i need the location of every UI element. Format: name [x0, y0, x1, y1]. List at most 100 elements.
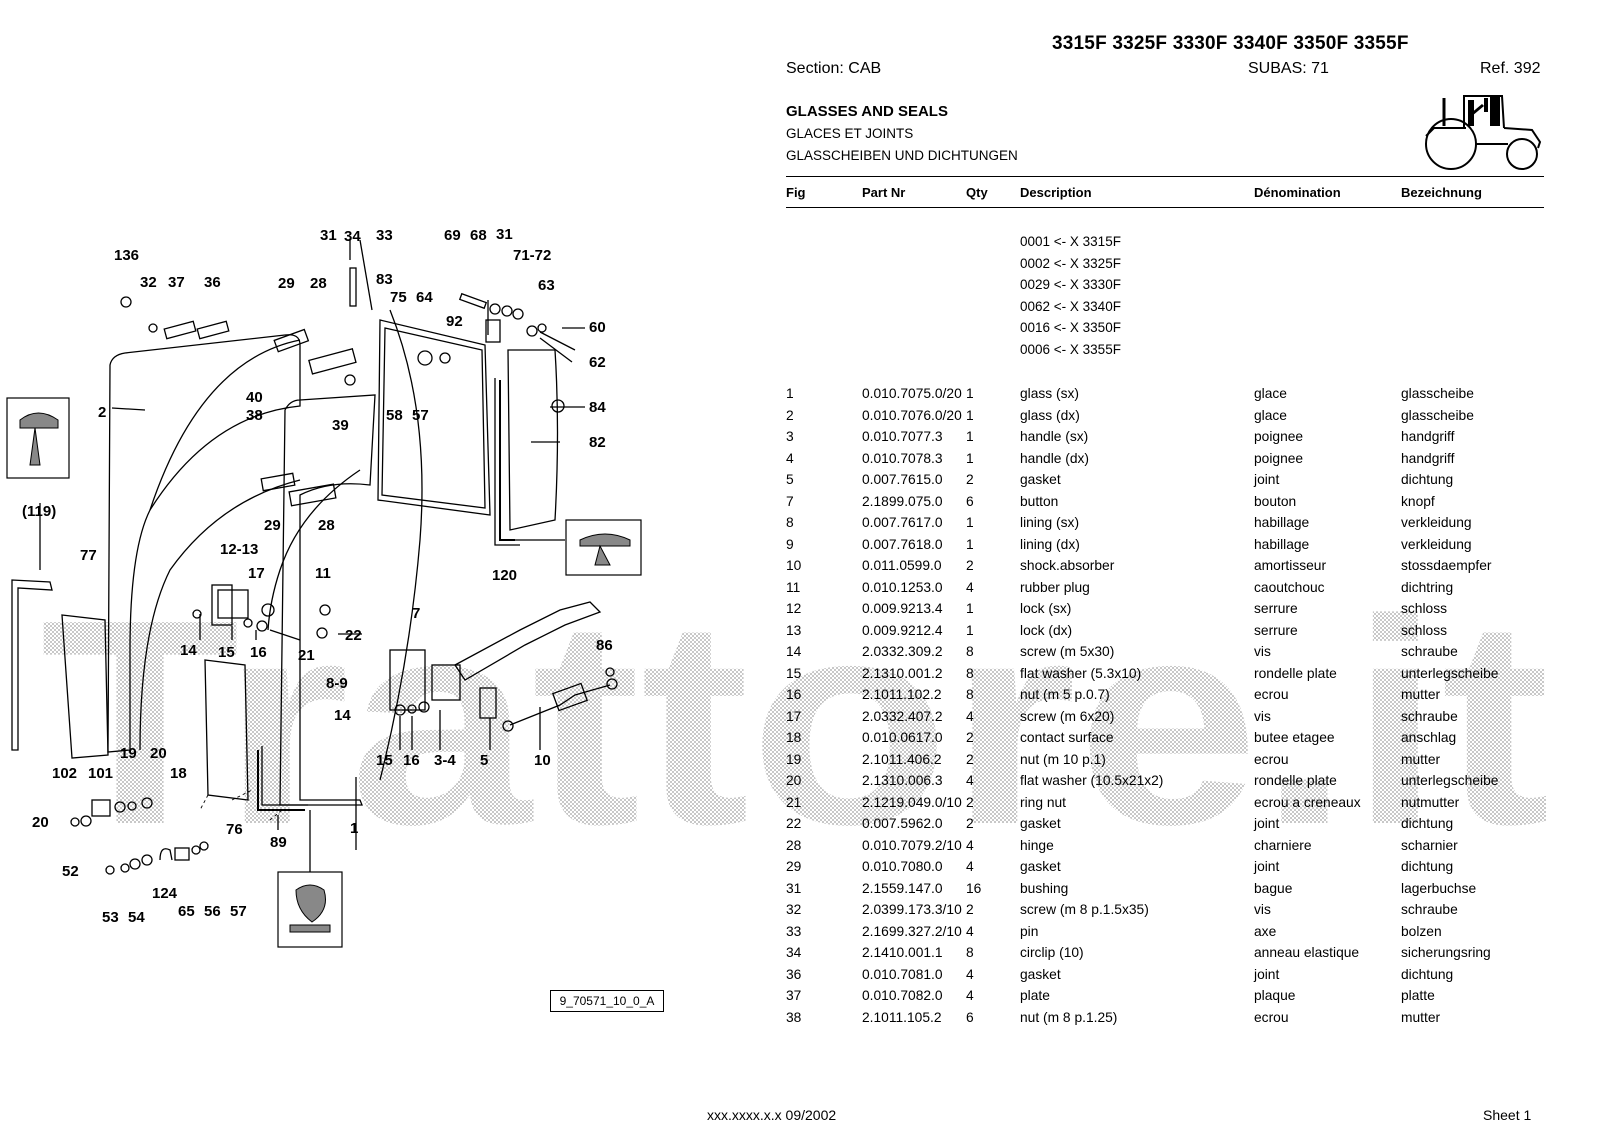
cell-denomination: vis [1254, 644, 1271, 659]
cell-denomination: joint [1254, 472, 1280, 487]
callout-label: 92 [446, 313, 463, 330]
cell-fig: 34 [786, 945, 802, 960]
cell-fig: 19 [786, 752, 802, 767]
cell-denomination: joint [1254, 967, 1280, 982]
cell-denomination: habillage [1254, 537, 1310, 552]
cell-part: 0.010.1253.0 [862, 580, 943, 595]
cell-bezeichnung: nutmutter [1401, 795, 1460, 810]
callout-label: 3-4 [434, 752, 456, 769]
cell-part: 0.010.7080.0 [862, 859, 943, 874]
serial-note: 0062 <- X 3340F [1020, 299, 1121, 314]
cell-fig: 7 [786, 494, 794, 509]
cell-denomination: caoutchouc [1254, 580, 1325, 595]
callout-label: 29 [278, 275, 295, 292]
cell-description: nut (m 10 p.1) [1020, 752, 1106, 767]
cell-description: glass (dx) [1020, 408, 1080, 423]
cell-bezeichnung: dichtung [1401, 859, 1454, 874]
cell-description: hinge [1020, 838, 1054, 853]
cell-part: 2.1410.001.1 [862, 945, 943, 960]
cell-fig: 3 [786, 429, 794, 444]
callout-label: 52 [62, 863, 79, 880]
cell-denomination: ecrou [1254, 752, 1289, 767]
cell-part: 0.010.7075.0/20 [862, 386, 962, 401]
tractor-icon [1425, 95, 1542, 170]
callout-label: 38 [246, 407, 263, 424]
cell-part: 0.010.7081.0 [862, 967, 943, 982]
cell-fig: 22 [786, 816, 802, 831]
cell-qty: 4 [966, 838, 974, 853]
cell-qty: 8 [966, 687, 974, 702]
cell-part: 0.010.7082.0 [862, 988, 943, 1003]
cell-description: lining (sx) [1020, 515, 1080, 530]
callout-label: 28 [318, 517, 335, 534]
cell-qty: 1 [966, 451, 974, 466]
glass-77-outline [61, 614, 109, 759]
callout-label: 68 [470, 227, 487, 244]
cell-part: 2.1899.075.0 [862, 494, 943, 509]
cell-denomination: ecrou a creneaux [1254, 795, 1361, 810]
cell-qty: 8 [966, 644, 974, 659]
callout-label: 39 [332, 417, 349, 434]
cell-description: screw (m 8 p.1.5x35) [1020, 902, 1149, 917]
cell-qty: 4 [966, 859, 974, 874]
callout-label: 28 [310, 275, 327, 292]
callout-label: 57 [230, 903, 247, 920]
serial-note: 0001 <- X 3315F [1020, 234, 1121, 249]
callout-label: 77 [80, 547, 97, 564]
cell-qty: 8 [966, 666, 974, 681]
callout-label: 21 [298, 647, 315, 664]
cell-qty: 2 [966, 795, 974, 810]
cell-denomination: anneau elastique [1254, 945, 1360, 960]
cell-part: 0.007.7618.0 [862, 537, 943, 552]
cell-denomination: glace [1254, 408, 1287, 423]
cell-description: gasket [1020, 472, 1061, 487]
cell-description: flat washer (10.5x21x2) [1020, 773, 1164, 788]
cell-bezeichnung: schraube [1401, 902, 1458, 917]
seal-detail-119 [6, 397, 70, 479]
callout-label: 20 [32, 814, 49, 831]
callout-label: 101 [88, 765, 113, 782]
callout-label: 84 [589, 399, 606, 416]
column-header-part: Part Nr [862, 185, 906, 200]
cell-bezeichnung: knopf [1401, 494, 1435, 509]
cell-denomination: serrure [1254, 623, 1298, 638]
cell-denomination: ecrou [1254, 687, 1289, 702]
cell-part: 0.007.7615.0 [862, 472, 943, 487]
cell-part: 2.1011.406.2 [862, 752, 942, 767]
cell-part: 2.1559.147.0 [862, 881, 943, 896]
cell-qty: 1 [966, 601, 974, 616]
cell-description: nut (m 8 p.1.25) [1020, 1010, 1118, 1025]
cell-denomination: rondelle plate [1254, 773, 1337, 788]
cell-denomination: poignee [1254, 429, 1304, 444]
cell-description: lining (dx) [1020, 537, 1080, 552]
callout-label: 18 [170, 765, 187, 782]
cell-bezeichnung: dichtring [1401, 580, 1454, 595]
cell-bezeichnung: mutter [1401, 1010, 1441, 1025]
cell-part: 0.009.9213.4 [862, 601, 943, 616]
cell-qty: 2 [966, 472, 974, 487]
callout-label: 16 [403, 752, 420, 769]
cell-fig: 16 [786, 687, 802, 702]
cell-fig: 18 [786, 730, 802, 745]
cell-bezeichnung: schloss [1401, 601, 1448, 616]
callout-label: 14 [180, 642, 197, 659]
callout-label: 71-72 [513, 247, 551, 264]
callout-label: 11 [315, 565, 331, 582]
lock-12-13 [211, 584, 233, 626]
cell-qty: 1 [966, 515, 974, 530]
ref-label: Ref. 392 [1480, 60, 1541, 77]
cell-description: plate [1020, 988, 1050, 1003]
callout-label: 120 [492, 567, 517, 584]
cell-qty: 4 [966, 924, 974, 939]
cell-part: 2.1011.102.2 [862, 687, 942, 702]
callout-label: 40 [246, 389, 263, 406]
cell-part: 0.009.9212.4 [862, 623, 943, 638]
cell-bezeichnung: dichtung [1401, 816, 1454, 831]
